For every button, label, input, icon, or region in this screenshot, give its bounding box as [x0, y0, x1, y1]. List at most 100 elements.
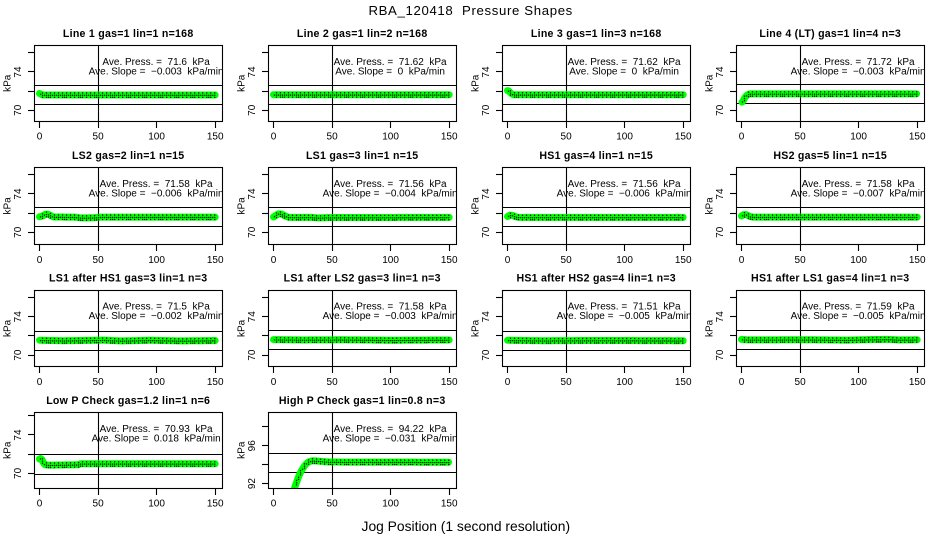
svg-text:100: 100 [382, 377, 399, 388]
svg-text:70: 70 [247, 226, 258, 238]
svg-text:Ave. Slope = −0.003 kPa/min: Ave. Slope = −0.003 kPa/min [791, 66, 926, 77]
svg-text:Ave. Slope = 0 kPa/min: Ave. Slope = 0 kPa/min [335, 66, 445, 77]
svg-text:70: 70 [481, 104, 492, 116]
svg-text:150: 150 [909, 377, 926, 388]
svg-text:0: 0 [271, 132, 277, 143]
svg-text:Line 2 gas=1 lin=2 n=168: Line 2 gas=1 lin=2 n=168 [297, 28, 428, 40]
svg-text:Ave. Press. = 71.58 kPa: Ave. Press. = 71.58 kPa [802, 179, 915, 190]
svg-text:74: 74 [13, 66, 24, 78]
svg-text:50: 50 [93, 255, 105, 266]
svg-text:100: 100 [850, 377, 867, 388]
svg-text:70: 70 [13, 467, 24, 479]
svg-text:0: 0 [37, 377, 43, 388]
svg-text:Ave. Press. = 71.62 kPa: Ave. Press. = 71.62 kPa [568, 57, 681, 68]
svg-text:100: 100 [148, 132, 165, 143]
svg-text:50: 50 [327, 499, 339, 510]
svg-text:150: 150 [207, 377, 224, 388]
svg-text:150: 150 [441, 377, 458, 388]
svg-text:150: 150 [207, 132, 224, 143]
svg-text:50: 50 [93, 132, 105, 143]
svg-text:0: 0 [505, 377, 511, 388]
svg-text:0: 0 [271, 499, 277, 510]
svg-text:100: 100 [850, 132, 867, 143]
svg-text:100: 100 [616, 132, 633, 143]
svg-text:HS1 after LS1 gas=4 lin=1 n=3: HS1 after LS1 gas=4 lin=1 n=3 [751, 273, 909, 285]
svg-text:Ave. Slope = 0 kPa/min: Ave. Slope = 0 kPa/min [569, 66, 679, 77]
svg-text:Jog Position (1 second resolut: Jog Position (1 second resolution) [362, 518, 571, 534]
svg-text:150: 150 [675, 255, 692, 266]
svg-text:LS2 gas=2 lin=1 n=15: LS2 gas=2 lin=1 n=15 [72, 150, 184, 162]
svg-text:0: 0 [505, 132, 511, 143]
svg-text:LS1 after HS1 gas=3 lin=1 n=3: LS1 after HS1 gas=3 lin=1 n=3 [49, 273, 207, 285]
svg-text:Low P Check gas=1.2 lin=1 n=6: Low P Check gas=1.2 lin=1 n=6 [46, 395, 210, 407]
svg-text:70: 70 [13, 226, 24, 238]
svg-text:96: 96 [247, 440, 258, 452]
svg-text:150: 150 [207, 255, 224, 266]
svg-text:74: 74 [13, 188, 24, 200]
svg-text:Ave. Slope = −0.004 kPa/min: Ave. Slope = −0.004 kPa/min [323, 188, 458, 199]
svg-text:70: 70 [13, 349, 24, 361]
svg-text:100: 100 [382, 255, 399, 266]
svg-text:0: 0 [37, 255, 43, 266]
svg-text:kPa: kPa [3, 441, 14, 459]
svg-text:100: 100 [616, 255, 633, 266]
svg-text:74: 74 [481, 66, 492, 78]
svg-text:50: 50 [327, 255, 339, 266]
svg-text:Ave. Slope = −0.003 kPa/min: Ave. Slope = −0.003 kPa/min [323, 311, 458, 322]
svg-text:50: 50 [795, 377, 807, 388]
svg-text:50: 50 [561, 377, 573, 388]
svg-text:150: 150 [441, 499, 458, 510]
svg-text:kPa: kPa [237, 319, 248, 337]
svg-text:Ave. Press. = 71.56 kPa: Ave. Press. = 71.56 kPa [568, 179, 681, 190]
svg-text:Ave. Press. = 71.59 kPa: Ave. Press. = 71.59 kPa [802, 302, 915, 313]
svg-text:100: 100 [850, 255, 867, 266]
svg-text:kPa: kPa [237, 197, 248, 215]
svg-text:Ave. Slope = −0.003 kPa/min: Ave. Slope = −0.003 kPa/min [89, 66, 224, 77]
svg-text:70: 70 [715, 349, 726, 361]
svg-text:74: 74 [481, 311, 492, 323]
svg-text:74: 74 [247, 311, 258, 323]
svg-text:74: 74 [481, 188, 492, 200]
svg-text:92: 92 [247, 478, 258, 490]
svg-text:kPa: kPa [705, 74, 716, 92]
svg-text:50: 50 [327, 132, 339, 143]
svg-text:kPa: kPa [3, 319, 14, 337]
svg-text:Ave. Slope = −0.006 kPa/min: Ave. Slope = −0.006 kPa/min [89, 188, 224, 199]
svg-text:100: 100 [382, 132, 399, 143]
svg-text:74: 74 [715, 66, 726, 78]
svg-text:74: 74 [13, 311, 24, 323]
svg-text:70: 70 [715, 226, 726, 238]
svg-text:100: 100 [616, 377, 633, 388]
svg-text:74: 74 [247, 66, 258, 78]
svg-text:50: 50 [327, 377, 339, 388]
svg-text:High P Check gas=1 lin=0.8 n=3: High P Check gas=1 lin=0.8 n=3 [279, 395, 446, 407]
svg-text:0: 0 [505, 255, 511, 266]
svg-text:HS2 gas=5 lin=1 n=15: HS2 gas=5 lin=1 n=15 [773, 150, 887, 162]
svg-text:Ave. Slope = −0.005 kPa/min: Ave. Slope = −0.005 kPa/min [791, 311, 926, 322]
svg-text:0: 0 [739, 377, 745, 388]
svg-text:Ave. Press. = 71.56 kPa: Ave. Press. = 71.56 kPa [334, 179, 447, 190]
svg-text:0: 0 [271, 255, 277, 266]
svg-text:kPa: kPa [3, 197, 14, 215]
svg-text:50: 50 [93, 499, 105, 510]
svg-text:kPa: kPa [471, 197, 482, 215]
svg-text:Ave. Press. = 71.72 kPa: Ave. Press. = 71.72 kPa [802, 57, 915, 68]
svg-text:74: 74 [13, 429, 24, 441]
svg-text:150: 150 [675, 377, 692, 388]
svg-text:150: 150 [441, 132, 458, 143]
svg-text:0: 0 [37, 499, 43, 510]
svg-text:70: 70 [481, 349, 492, 361]
svg-text:Line 1 gas=1 lin=1 n=168: Line 1 gas=1 lin=1 n=168 [63, 28, 194, 40]
svg-text:Ave. Slope = −0.007 kPa/min: Ave. Slope = −0.007 kPa/min [791, 188, 926, 199]
svg-text:0: 0 [739, 132, 745, 143]
svg-text:Line 3 gas=1 lin=3 n=168: Line 3 gas=1 lin=3 n=168 [531, 28, 662, 40]
svg-text:kPa: kPa [705, 319, 716, 337]
svg-text:70: 70 [247, 104, 258, 116]
svg-text:70: 70 [481, 226, 492, 238]
svg-text:150: 150 [207, 499, 224, 510]
svg-text:50: 50 [561, 255, 573, 266]
svg-text:0: 0 [37, 132, 43, 143]
svg-text:100: 100 [148, 377, 165, 388]
svg-text:kPa: kPa [3, 74, 14, 92]
svg-text:50: 50 [795, 132, 807, 143]
